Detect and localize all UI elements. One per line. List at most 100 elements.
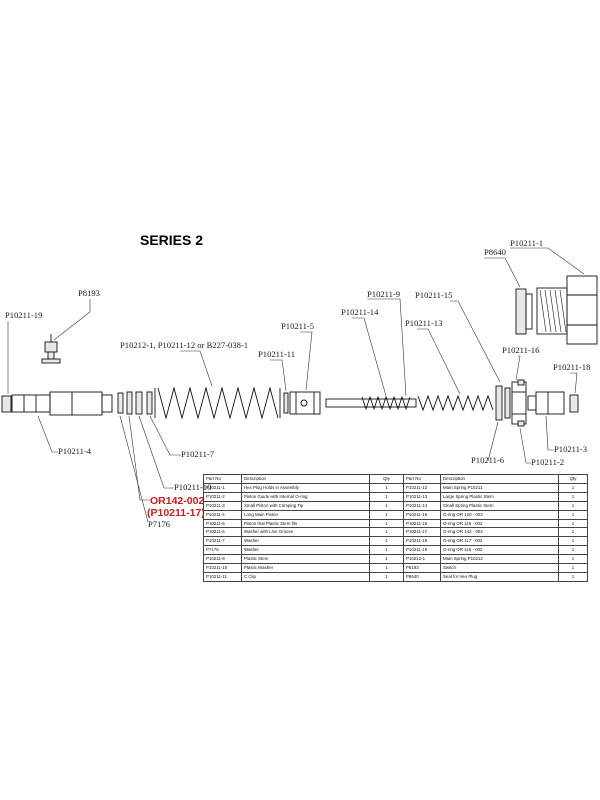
main-spring bbox=[154, 386, 281, 420]
parts-list-cell: 1 bbox=[369, 527, 404, 538]
callout-p10211-7: P10211-7 bbox=[181, 449, 215, 459]
parts-list-cell: P10211-5 bbox=[203, 518, 242, 529]
hex-plug-head bbox=[566, 275, 598, 345]
callout-p10211-1: P10211-1 bbox=[510, 238, 543, 248]
parts-list-cell: P10211-12 bbox=[403, 482, 441, 493]
leader-oring-142 bbox=[128, 415, 150, 501]
leader-p10211-3 bbox=[545, 415, 554, 451]
parts-list-cell: P10211-15 bbox=[403, 509, 441, 520]
small-piston-p10211-3 bbox=[527, 391, 565, 415]
column-header: Qty bbox=[558, 474, 588, 484]
leader-p10211-6 bbox=[487, 421, 499, 462]
hex-plug-assembly bbox=[515, 275, 598, 345]
switch-part bbox=[41, 334, 61, 364]
callout-p10211-15: P10211-15 bbox=[415, 290, 452, 300]
parts-list-cell: P10211-7 bbox=[203, 536, 242, 547]
parts-list-cell: 1 bbox=[558, 545, 588, 556]
leader-p8193 bbox=[53, 299, 91, 341]
parts-list-cell: P8193 bbox=[403, 563, 441, 573]
leader-p10211-7 bbox=[149, 415, 181, 456]
callout-p10211-18: P10211-18 bbox=[553, 362, 590, 372]
callout-p10211-13: P10211-13 bbox=[405, 318, 442, 328]
leader-p10211-16 bbox=[515, 355, 521, 381]
callout-p8640: P8640 bbox=[484, 247, 506, 257]
callout-p7176: P7176 bbox=[148, 519, 171, 529]
parts-list-cell: Washer bbox=[241, 536, 370, 547]
seal-ring bbox=[515, 288, 527, 335]
parts-list-cell: O-ring OR 120 - 002 bbox=[440, 509, 559, 520]
parts-list-cell: O-ring OR 116 - 002 bbox=[440, 518, 559, 529]
parts-list-cell: 1 bbox=[369, 563, 404, 573]
callout-p10212-combo: P10212-1, P10211-12 or B227-038-1 bbox=[120, 340, 248, 350]
parts-list-cell: Switch bbox=[440, 563, 559, 573]
callout-p10211-5: P10211-5 bbox=[281, 321, 314, 331]
leader-p10211-9 bbox=[367, 298, 407, 397]
parts-list-cell: O-ring OR 116 - 002 bbox=[440, 545, 559, 556]
parts-list-cell: Main Spring P10212 bbox=[440, 554, 559, 565]
parts-list-cell: Plastic Stem bbox=[241, 554, 370, 565]
parts-list-cell: 1 bbox=[369, 536, 404, 547]
highlight-part-number: OR142-002 bbox=[150, 495, 204, 507]
leader-p10211-14 bbox=[352, 317, 387, 397]
parts-list-cell: O-ring OR 117 - 002 bbox=[440, 536, 559, 547]
large-spring bbox=[417, 394, 494, 412]
callout-p10211-6: P10211-6 bbox=[471, 455, 505, 465]
leader-p7176 bbox=[119, 415, 149, 523]
leader-main-spring bbox=[180, 350, 213, 387]
column-header: Description bbox=[241, 474, 370, 484]
oring-p10211-16 bbox=[504, 387, 511, 419]
column-header: Description bbox=[440, 474, 559, 484]
parts-list-cell: O-ring OR 142 - 002 bbox=[440, 527, 559, 538]
washer-p10211-7 bbox=[146, 391, 153, 415]
leader-p10211-18 bbox=[570, 372, 578, 394]
parts-list-cell: 1 bbox=[369, 545, 404, 556]
parts-list-cell: P10211-1 bbox=[203, 482, 242, 493]
column-header: Qty bbox=[369, 474, 404, 484]
parts-list-cell: 1 bbox=[369, 482, 404, 493]
parts-list-cell: Small Piston with Crimping Tip bbox=[241, 500, 370, 511]
parts-list-cell: 1 bbox=[558, 500, 588, 511]
parts-list-cell: P10211-11 bbox=[203, 571, 242, 582]
seal-ring-inner bbox=[525, 293, 533, 330]
callout-p8193: P8193 bbox=[78, 288, 100, 298]
parts-list-cell: 1 bbox=[369, 491, 404, 502]
parts-list-cell: 1 bbox=[558, 527, 588, 538]
parts-list-cell: P10211-4 bbox=[203, 509, 242, 520]
parts-list-cell: 1 bbox=[558, 563, 588, 573]
parts-list-cell: 1 bbox=[558, 491, 588, 502]
parts-list-cell: 1 bbox=[369, 509, 404, 520]
callout-p10211-19: P10211-19 bbox=[5, 310, 42, 320]
oring-p10211-18 bbox=[569, 394, 579, 413]
parts-list-cell: 1 bbox=[558, 518, 588, 529]
parts-list-cell: P10211-18 bbox=[403, 536, 441, 547]
parts-list-cell: P10211-19 bbox=[403, 545, 441, 556]
piston-p10211-5 bbox=[289, 391, 321, 415]
parts-list-cell: Small Spring Plastic Stem bbox=[440, 500, 559, 511]
parts-list-cell: P10211-10 bbox=[203, 563, 242, 573]
callout-p10211-3: P10211-3 bbox=[554, 444, 587, 454]
parts-list-cell: Seal for Hex Plug bbox=[440, 571, 559, 582]
parts-list-cell: P10211-17 bbox=[403, 527, 441, 538]
leader-p10211-4 bbox=[37, 415, 58, 453]
leader-p8640 bbox=[484, 257, 521, 288]
parts-list-cell: Washer with Line Groove bbox=[241, 527, 370, 538]
callout-p10211-10: P10211-10 bbox=[174, 482, 211, 492]
long-main-piston bbox=[11, 391, 113, 416]
washer-p10211-6 bbox=[495, 385, 503, 421]
parts-list-cell: 1 bbox=[369, 500, 404, 511]
parts-list-cell: 1 bbox=[558, 482, 588, 493]
callout-p10211-9: P10211-9 bbox=[367, 289, 400, 299]
parts-list-cell: P10211-6 bbox=[203, 527, 242, 538]
parts-list-cell: P10211-9 bbox=[203, 554, 242, 565]
parts-list-cell: 1 bbox=[558, 509, 588, 520]
leader-p10211-1 bbox=[510, 247, 585, 275]
